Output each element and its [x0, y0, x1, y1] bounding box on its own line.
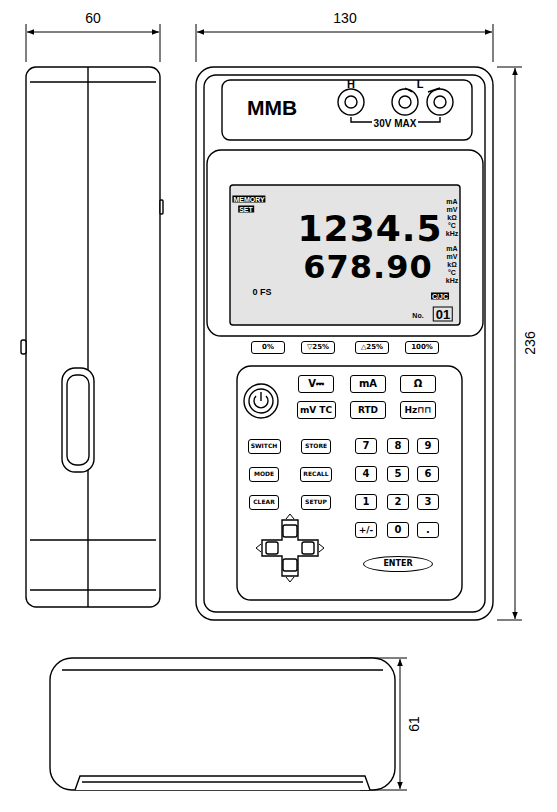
key-button: mV TC: [297, 401, 336, 419]
key-button: 2: [387, 494, 409, 510]
key-button: 0: [387, 522, 409, 538]
lcd-annunciator: mA: [446, 198, 457, 205]
lcd-annunciator: C/JC: [431, 293, 449, 300]
lcd-annunciator: °C: [448, 222, 456, 229]
bottom-view: [50, 658, 395, 790]
key-button: 100%: [405, 341, 439, 354]
panel-label: 30V MAX: [374, 119, 417, 129]
lcd-annunciator: kHz: [446, 277, 458, 284]
key-button: STORE: [301, 439, 331, 454]
key-label: Ω: [414, 379, 423, 389]
panel-label: L: [417, 79, 424, 90]
key-label: MODE: [254, 471, 274, 477]
key-label: Hz⊓⊓: [404, 406, 431, 415]
key-button: RTD: [350, 401, 386, 419]
key-label: 1: [363, 497, 370, 507]
lcd-annunciator: °C: [448, 269, 456, 276]
key-label: SETUP: [305, 499, 327, 505]
key-button: 7: [355, 438, 377, 454]
dimension-value: 236: [523, 331, 537, 354]
key-label: SWITCH: [251, 443, 278, 449]
key-label: 3: [425, 497, 432, 507]
lcd-annunciator: 01: [433, 307, 453, 322]
lcd-annunciator: MEMORY: [232, 196, 265, 203]
lcd-annunciator: mV: [447, 253, 458, 260]
key-button: mA: [350, 375, 386, 393]
lcd-annunciator: 678.90: [303, 251, 432, 283]
key-label: 2: [395, 497, 402, 507]
lcd-annunciator: kΩ: [447, 261, 457, 268]
key-button: Hz⊓⊓: [400, 401, 436, 419]
lcd-annunciator: mV: [447, 206, 458, 213]
key-label: 100%: [411, 344, 433, 351]
key-label: STORE: [305, 443, 327, 449]
lcd-annunciator: 0 FS: [252, 288, 271, 297]
input-jacks: [338, 88, 453, 122]
key-label: V⎓: [308, 379, 324, 389]
lcd-annunciator: 1234.5: [298, 211, 443, 247]
direction-pad: [256, 514, 324, 582]
key-label: 4: [363, 469, 370, 479]
key-label: 0: [395, 525, 402, 535]
key-button: RECALL: [300, 467, 332, 482]
key-label: 9: [425, 441, 432, 451]
key-button: 1: [355, 494, 377, 510]
lcd-annunciator: No.: [412, 312, 423, 319]
dimension-value: 61: [407, 716, 421, 732]
panel-label: H: [347, 79, 355, 90]
power-button: [244, 384, 278, 418]
key-button: ▽25%: [301, 341, 335, 354]
lcd-annunciator: SET: [238, 206, 254, 213]
key-label: ENTER: [383, 560, 412, 568]
key-label: 7: [363, 441, 370, 451]
key-button: △25%: [355, 341, 389, 354]
key-button: 8: [387, 438, 409, 454]
key-button: Ω: [400, 375, 436, 393]
dimension-value: 130: [333, 11, 356, 25]
key-label: 6: [425, 469, 432, 479]
panel-label: MMB: [247, 97, 297, 118]
dimension-lines: [26, 24, 522, 790]
key-label: △25%: [361, 344, 383, 351]
lcd-annunciator: kΩ: [447, 214, 457, 221]
key-button: 9: [417, 438, 439, 454]
key-button: 0%: [251, 341, 285, 354]
key-label: CLEAR: [253, 499, 275, 505]
key-button: .: [417, 522, 439, 538]
key-button: SWITCH: [248, 439, 281, 454]
key-button: MODE: [249, 467, 279, 482]
key-label: mA: [359, 379, 377, 389]
side-view: [21, 67, 163, 607]
key-label: RTD: [358, 406, 378, 415]
dimension-value: 60: [85, 11, 101, 25]
key-label: +/-: [359, 526, 374, 535]
key-label: 5: [395, 469, 402, 479]
key-button: V⎓: [298, 375, 334, 393]
front-view: [196, 67, 493, 620]
key-button: 6: [417, 466, 439, 482]
key-button: SETUP: [301, 495, 331, 510]
key-label: ▽25%: [307, 344, 329, 351]
key-label: RECALL: [303, 471, 328, 477]
key-button: 3: [417, 494, 439, 510]
key-label: mV TC: [300, 406, 332, 415]
key-button: ENTER: [363, 556, 433, 572]
key-button: 5: [387, 466, 409, 482]
key-label: 8: [395, 441, 402, 451]
key-label: 0%: [262, 344, 274, 351]
lcd-annunciator: kHz: [446, 230, 458, 237]
key-button: CLEAR: [249, 495, 279, 510]
key-button: +/-: [355, 522, 377, 538]
key-label: .: [426, 525, 430, 535]
key-button: 4: [355, 466, 377, 482]
lcd-annunciator: mA: [446, 245, 457, 252]
